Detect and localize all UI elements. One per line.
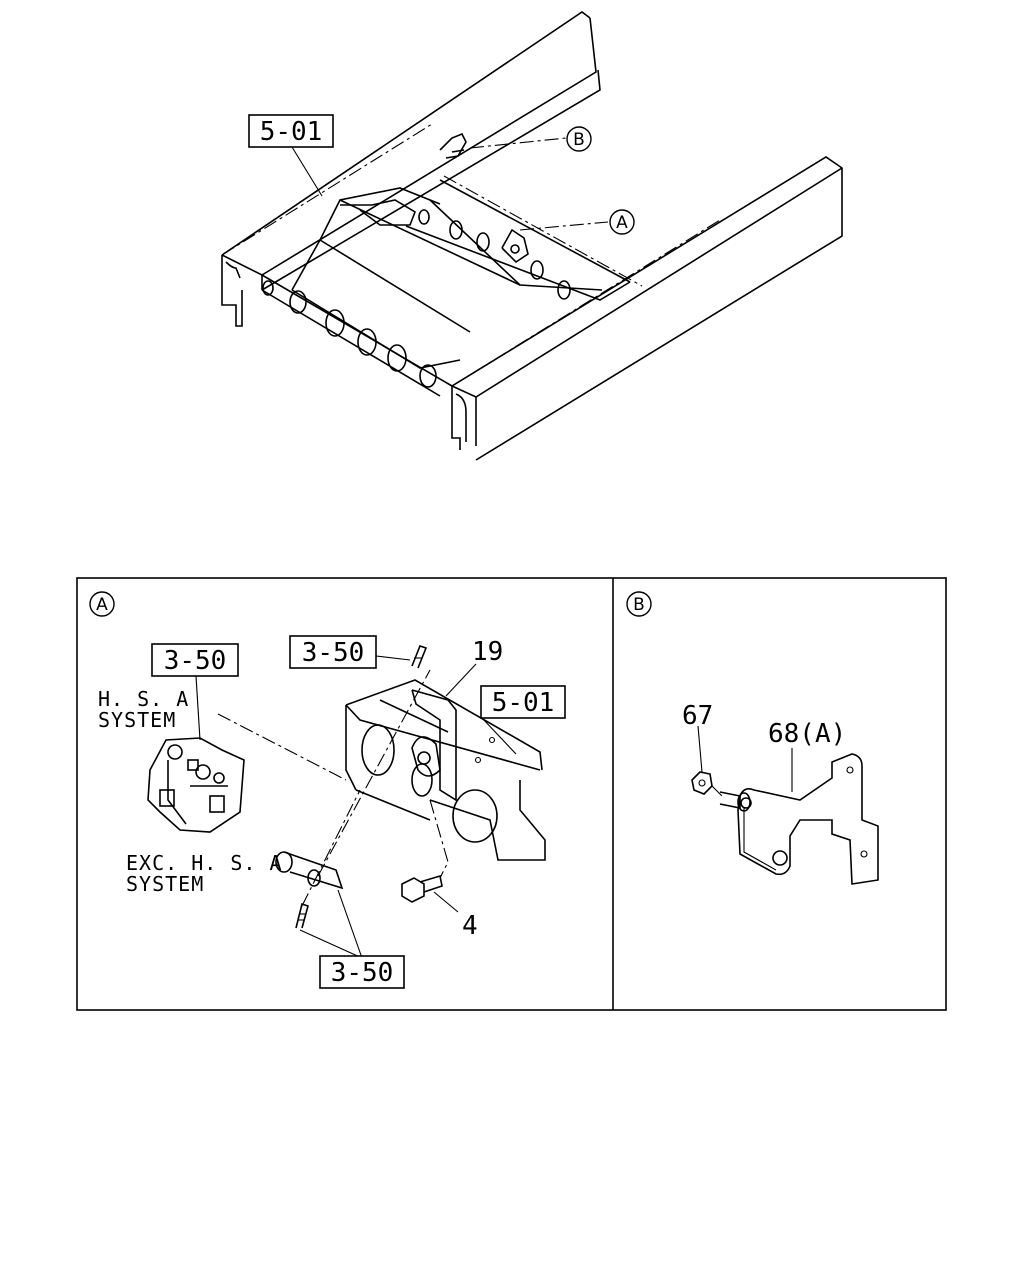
callout-text: 3-50 <box>164 646 227 676</box>
chassis-frame-drawing <box>221 11 843 461</box>
bolt-68-drawing <box>719 791 751 812</box>
marker-letter: A <box>96 595 108 615</box>
part-number-19: 19 <box>472 637 503 667</box>
callout-3-50-bottom: 3-50 <box>319 955 405 989</box>
callout-5-01-detail: 5-01 <box>480 685 566 719</box>
reference-marker-a-overview: A <box>609 209 635 235</box>
hsa-label-line1: H. S. A <box>98 687 189 711</box>
hsa-valve-drawing <box>147 737 245 833</box>
hsa-label-line2: SYSTEM <box>98 708 176 732</box>
marker-letter: A <box>616 213 628 233</box>
exc-hsa-pipe-drawing <box>275 851 344 929</box>
callout-text: 3-50 <box>302 638 365 668</box>
frame-section-drawing <box>345 679 546 861</box>
bracket-68-drawing <box>737 753 879 885</box>
top-bolt-drawing <box>411 645 428 669</box>
callout-text: 5-01 <box>260 117 323 147</box>
detail-b-marker: B <box>626 591 652 617</box>
callout-3-50-top: 3-50 <box>289 635 377 669</box>
exc-hsa-label-line2: SYSTEM <box>126 872 204 896</box>
nut-67-drawing <box>691 771 713 795</box>
callout-3-50-left: 3-50 <box>151 643 239 677</box>
exc-hsa-label-line1: EXC. H. S. A <box>126 851 283 875</box>
part-number-68a: 68(A) <box>768 719 846 749</box>
callout-text: 3-50 <box>331 958 394 988</box>
detail-a-marker: A <box>89 591 115 617</box>
bolt-4-drawing <box>401 874 443 903</box>
part-number-67: 67 <box>682 701 713 731</box>
callout-frame-5-01-overview: 5-01 <box>248 114 334 148</box>
marker-letter: B <box>573 130 585 150</box>
detail-panels-border <box>76 577 947 1011</box>
marker-letter: B <box>633 595 645 615</box>
part-number-4: 4 <box>462 911 478 941</box>
callout-text: 5-01 <box>492 688 555 718</box>
reference-marker-b-overview: B <box>566 126 592 152</box>
